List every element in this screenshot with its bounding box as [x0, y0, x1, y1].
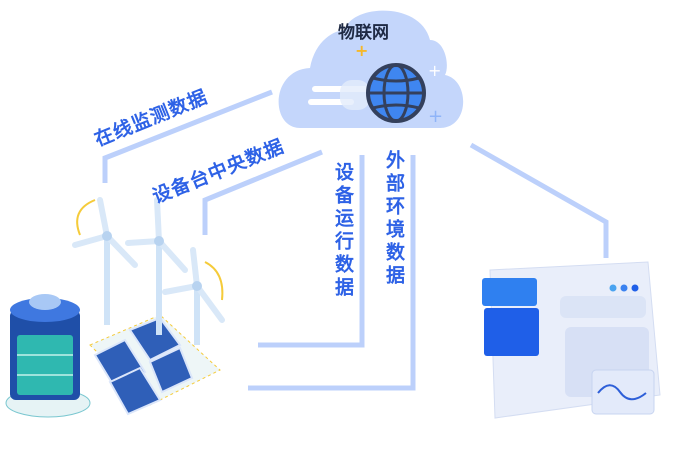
connector-lines: [102, 89, 609, 391]
line-dashboard: [469, 142, 609, 258]
cloud-title: 物联网: [338, 23, 389, 43]
dashboard-icon: [482, 261, 661, 419]
svg-text:+: +: [355, 41, 368, 60]
svg-text:+: +: [428, 106, 443, 127]
label-equipment-operation: 设备运行数据: [332, 162, 354, 300]
line-external-environment: [248, 155, 416, 391]
svg-text:+: +: [428, 61, 441, 80]
wind-turbine-icon: [72, 197, 225, 345]
battery-icon: [5, 294, 91, 418]
globe-icon: [366, 63, 426, 123]
line-equipment-central: [202, 149, 323, 235]
label-external-environment: 外部环境数据: [383, 150, 405, 288]
line-online-monitoring: [102, 89, 273, 183]
line-equipment-operation: [258, 155, 365, 348]
solar-panel-icon: [89, 314, 221, 416]
